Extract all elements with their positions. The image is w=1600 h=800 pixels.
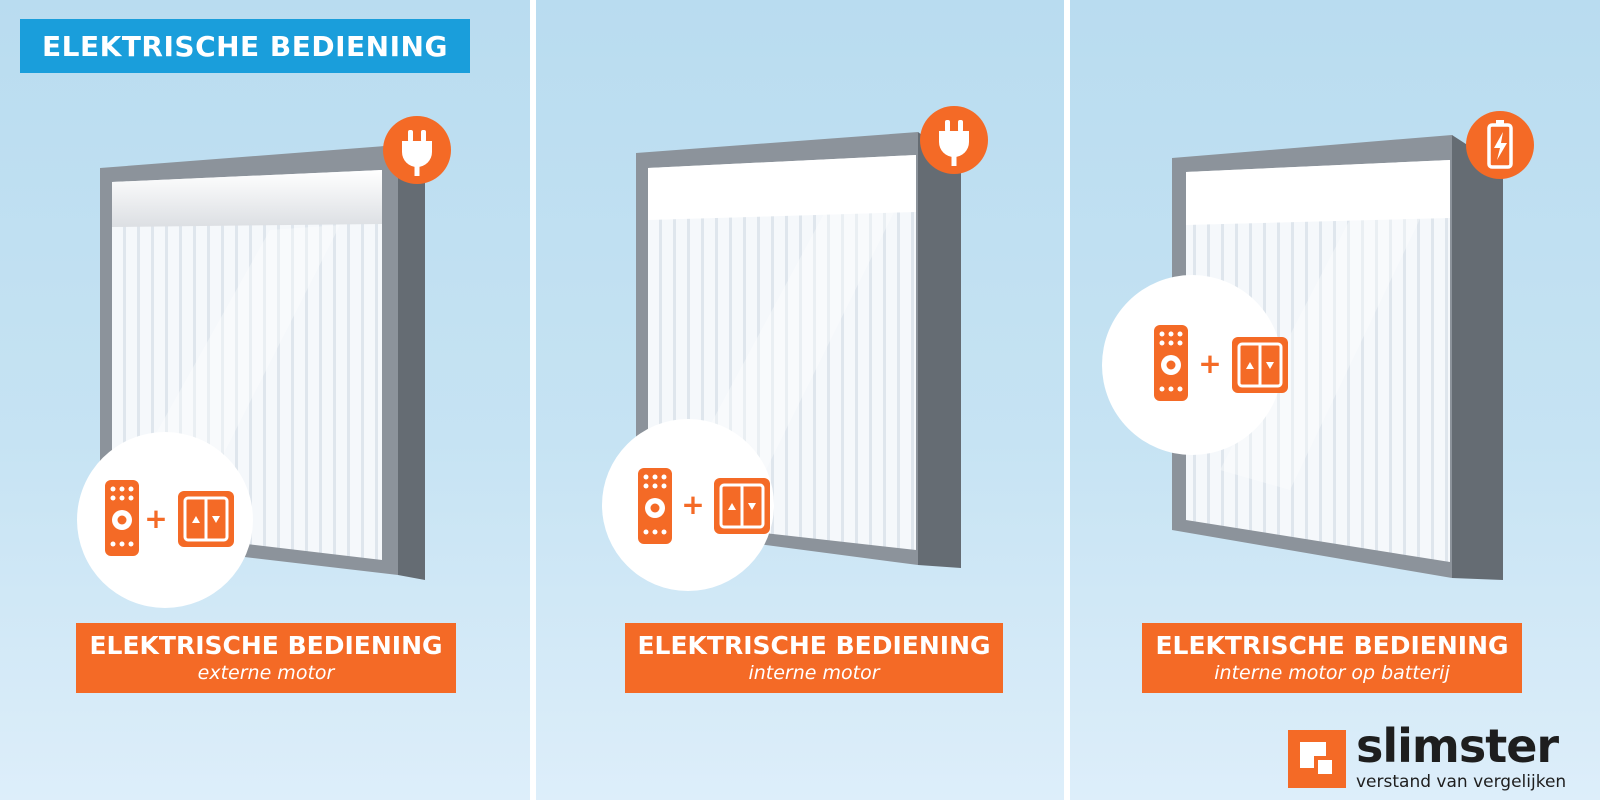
page-title: ELEKTRISCHE BEDIENING (20, 19, 470, 73)
blind-top-fabric (648, 155, 916, 220)
wall-switch-icon (178, 491, 234, 547)
light-reflection (686, 208, 896, 490)
logo-name: slimster (1356, 719, 1559, 773)
control-options-circle (602, 419, 774, 591)
slimster-logo-mark-icon (1288, 730, 1346, 788)
light-reflection (1220, 198, 1430, 490)
panel-internal-motor: + ELEKTRISCHE BEDIENING interne motor (536, 0, 1064, 800)
remote-control-icon (105, 480, 139, 556)
panel-external-motor: + ELEKTRISCHE BEDIENING ELEKTRISCHE BEDI… (0, 0, 530, 800)
panel-label-subtitle: interne motor (748, 662, 880, 684)
blind-top-fabric (1186, 160, 1450, 225)
panel-label-title: ELEKTRISCHE BEDIENING (1155, 631, 1509, 660)
window-illustration: + (1102, 111, 1534, 580)
panel-label: ELEKTRISCHE BEDIENING interne motor op b… (1142, 623, 1522, 693)
plug-icon (939, 120, 969, 166)
panel-label-subtitle: interne motor op batterij (1214, 662, 1450, 684)
window-illustration: + (602, 106, 988, 591)
control-options-circle (77, 432, 253, 608)
slimster-logo[interactable]: slimster verstand van vergelijken (1288, 719, 1590, 793)
panel-label: ELEKTRISCHE BEDIENING externe motor (76, 623, 456, 693)
panel-label: ELEKTRISCHE BEDIENING interne motor (625, 623, 1003, 693)
remote-control-icon (638, 468, 672, 544)
light-reflection (130, 225, 340, 500)
panel-label-title: ELEKTRISCHE BEDIENING (89, 631, 443, 660)
control-options-circle (1102, 275, 1282, 455)
wall-switch-icon (714, 478, 770, 534)
plus-icon: + (681, 488, 704, 521)
panel-label-title: ELEKTRISCHE BEDIENING (637, 631, 991, 660)
blind-cassette (112, 170, 382, 227)
remote-control-icon (1154, 325, 1188, 401)
window-blind (1186, 160, 1450, 562)
logo-tagline: verstand van vergelijken (1356, 772, 1567, 792)
plus-icon: + (1198, 347, 1221, 380)
wall-switch-icon (1232, 337, 1288, 393)
plug-icon (402, 130, 432, 176)
window-frame-side (918, 132, 961, 568)
window-frame-side (1452, 135, 1503, 580)
window-frame-side (398, 145, 425, 580)
panel-label-subtitle: externe motor (197, 662, 335, 684)
window-illustration: + (77, 116, 451, 608)
plus-icon: + (144, 502, 167, 535)
battery-icon (1487, 120, 1513, 169)
panel-battery-motor: + ELEKTRISCHE BEDIENING interne motor op… (1070, 0, 1600, 800)
